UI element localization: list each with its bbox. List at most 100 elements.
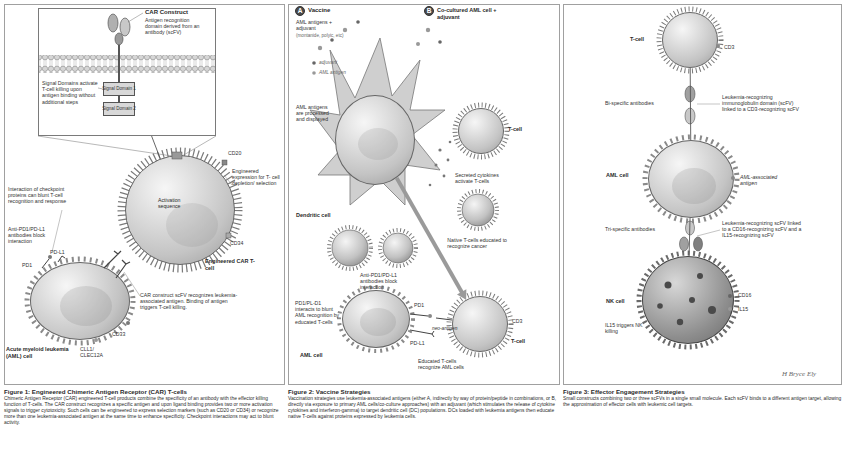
callout-label: AML antigens are processed and displayed	[296, 104, 336, 123]
antigen-particle	[416, 42, 420, 46]
cd33-antigen	[126, 321, 130, 325]
cytokine-dot	[447, 159, 450, 162]
cd20-marker	[222, 160, 227, 165]
antigen-symbol	[312, 71, 316, 75]
callout-label: CAR construct scFV recognizes leukemia-a…	[140, 292, 240, 311]
badge-letter: A	[296, 7, 304, 15]
car-stalk	[118, 44, 120, 82]
cll1-antigen	[94, 338, 98, 342]
linker-line	[152, 136, 161, 159]
callout-label: PD1	[414, 302, 424, 308]
callout-label: PD-L1	[410, 340, 425, 346]
car-antigen-binding	[104, 251, 121, 268]
edge-label: Native T-cells educated to recognize can…	[447, 237, 507, 249]
hinge-domain	[115, 33, 123, 45]
pd-l1-protein	[48, 255, 52, 259]
domain-label: Signal Domain 1	[104, 83, 134, 95]
callout-label: Interaction of checkpoint proteins can b…	[8, 186, 83, 205]
adjuvant-particle	[356, 20, 360, 24]
callout-label: AML antigen	[319, 70, 346, 76]
node-label: T-cell	[630, 36, 660, 43]
tcr-antigen	[410, 330, 434, 337]
leukemia-scfv	[686, 221, 695, 235]
pd1-protein	[58, 256, 65, 262]
callout-label: H Bryce Ely	[782, 370, 816, 378]
callout-label: AML antigens + adjuvant	[296, 19, 351, 31]
t-cell-microvilli	[659, 9, 721, 71]
dendrite-arms	[310, 38, 445, 205]
antigen-particle	[343, 28, 347, 32]
t-cell: T-cell	[458, 108, 504, 154]
leader-line	[52, 210, 62, 252]
panel-2-art	[310, 20, 511, 355]
callout-label: CD20	[228, 150, 241, 156]
naive-t-cell	[462, 194, 494, 226]
checkpoint-pair	[436, 318, 452, 320]
cytokine-dot	[449, 141, 452, 144]
node-heading: Vaccine	[308, 7, 348, 14]
callout-label: Leukemia-recognizing immunoglobulin doma…	[722, 94, 802, 113]
callout-label: Bi-specific antibodies	[605, 100, 660, 106]
domain-label: Signal Domain 2	[104, 103, 134, 115]
node-heading: Co-cultured AML cell + adjuvant	[437, 7, 507, 20]
callout-label: IL15	[738, 306, 748, 312]
node-label: T-cell	[508, 126, 538, 133]
leader-line	[697, 230, 720, 236]
callout-label: CD3	[724, 44, 734, 50]
t-cell-microvilli	[449, 293, 511, 355]
aml-cell: Acute myeloid leukemia (AML) cell	[30, 262, 130, 340]
cell-membrane	[39, 55, 215, 73]
node-label: AML cell	[300, 352, 340, 359]
linker-line	[689, 218, 691, 256]
naive-t-cell	[332, 230, 368, 266]
node-label: NK cell	[606, 298, 646, 305]
signal-domain-box: Signal Domain 1	[103, 82, 135, 96]
node-label: T-cell	[511, 338, 541, 345]
callout-label: CD34	[230, 240, 243, 246]
callout-label: Engineered expression for T- cell deplet…	[232, 168, 282, 187]
callout-label: AML-associated antigen	[740, 174, 785, 186]
panel-3-art	[639, 9, 737, 347]
car-t-cell: Activation sequenceEngineered CAR T-cell	[125, 155, 235, 265]
callout-label: neo-antigen	[432, 326, 457, 332]
cytokine-dot	[443, 175, 446, 178]
t-cell-microvilli	[380, 230, 416, 266]
figure-caption: Chimeric Antigen Receptor (CAR) engineer…	[4, 396, 285, 425]
aml-cell-surface	[645, 137, 737, 221]
callout-label: Secreted cytokines activate T-cells	[455, 172, 510, 184]
aml-cell: AML cell	[648, 140, 734, 218]
callout-label: CLL1/ CLEC12A	[80, 346, 110, 358]
leader-line	[128, 13, 143, 22]
node-label: Acute myeloid leukemia (AML) cell	[6, 346, 76, 359]
t-cell: T-cell	[452, 296, 508, 352]
nk-cell-surface	[639, 253, 737, 347]
leader-line	[697, 104, 720, 105]
callout-label: PD-L1	[50, 249, 65, 255]
figure-caption: Vaccination strategies use leukemia-asso…	[288, 396, 560, 420]
il15-scfv	[694, 237, 703, 251]
naive-t-cell	[383, 233, 413, 263]
cd3-scfv	[685, 86, 695, 102]
node-heading: Engineered CAR T-cell	[205, 258, 255, 271]
checkpoint-pair	[428, 314, 432, 318]
aml-cell-surface	[339, 287, 413, 351]
callout-label: IL15 triggers NK killing	[605, 322, 655, 334]
callout-label: (montanide, polyic, etc)	[296, 33, 351, 39]
callout-label: PD1/PL-D1 interacts to blunt AML recogni…	[295, 300, 340, 325]
callout-label: adjuvant	[319, 60, 337, 66]
strategy-badge: BCo-cultured AML cell + adjuvant	[424, 6, 434, 16]
callout-label: Signal Domains activate T-cell killing u…	[42, 80, 98, 105]
callout-label: Anti-PD1/PD-L1 antibodies block interact…	[8, 226, 63, 245]
callout-label: Leukemia-recognizing scFV linked to a CD…	[722, 220, 802, 239]
cd16-scfv	[680, 237, 689, 251]
adjuvant-particle	[438, 40, 442, 44]
callout-label: CD3	[512, 318, 522, 324]
callout-label: Educated T-cells recognize AML cells	[418, 358, 476, 370]
t-cell-microvilli	[455, 105, 507, 157]
antigen-particle	[426, 28, 430, 32]
pd-l1-protein	[42, 259, 49, 268]
arrow-head	[457, 289, 466, 299]
t-cell: T-cell	[662, 12, 718, 68]
dendritic-cell: Dendritic cell	[335, 95, 415, 185]
leukemia-scfv	[685, 108, 695, 124]
